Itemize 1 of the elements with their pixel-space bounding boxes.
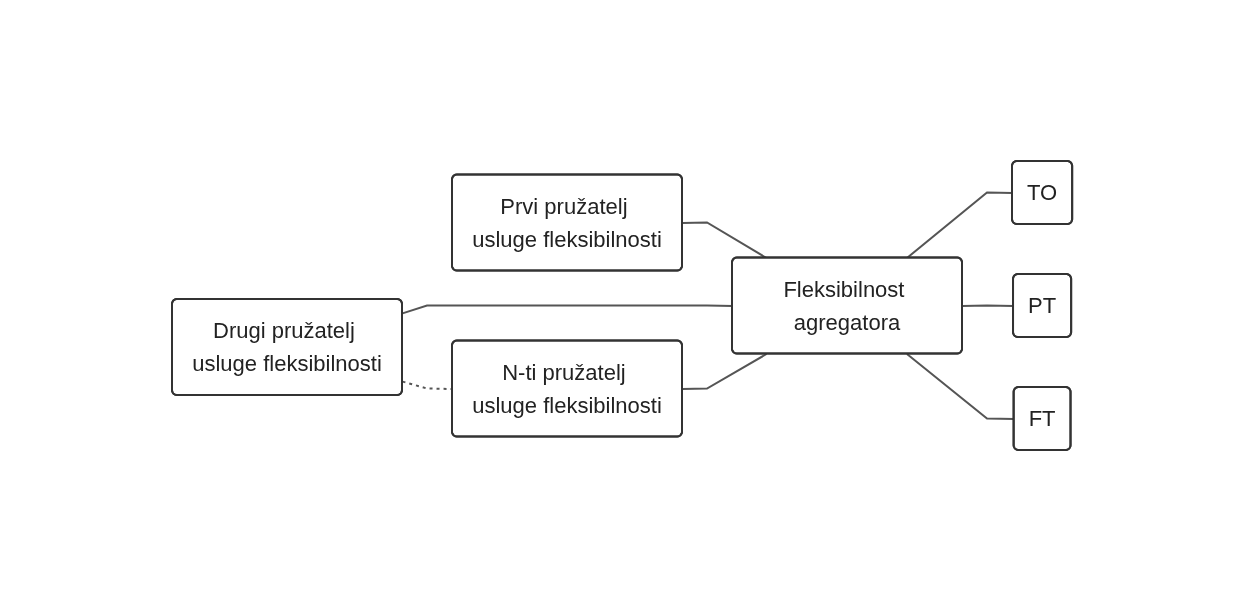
- node-text: Drugi pružatelj usluge fleksibilnosti: [192, 317, 383, 376]
